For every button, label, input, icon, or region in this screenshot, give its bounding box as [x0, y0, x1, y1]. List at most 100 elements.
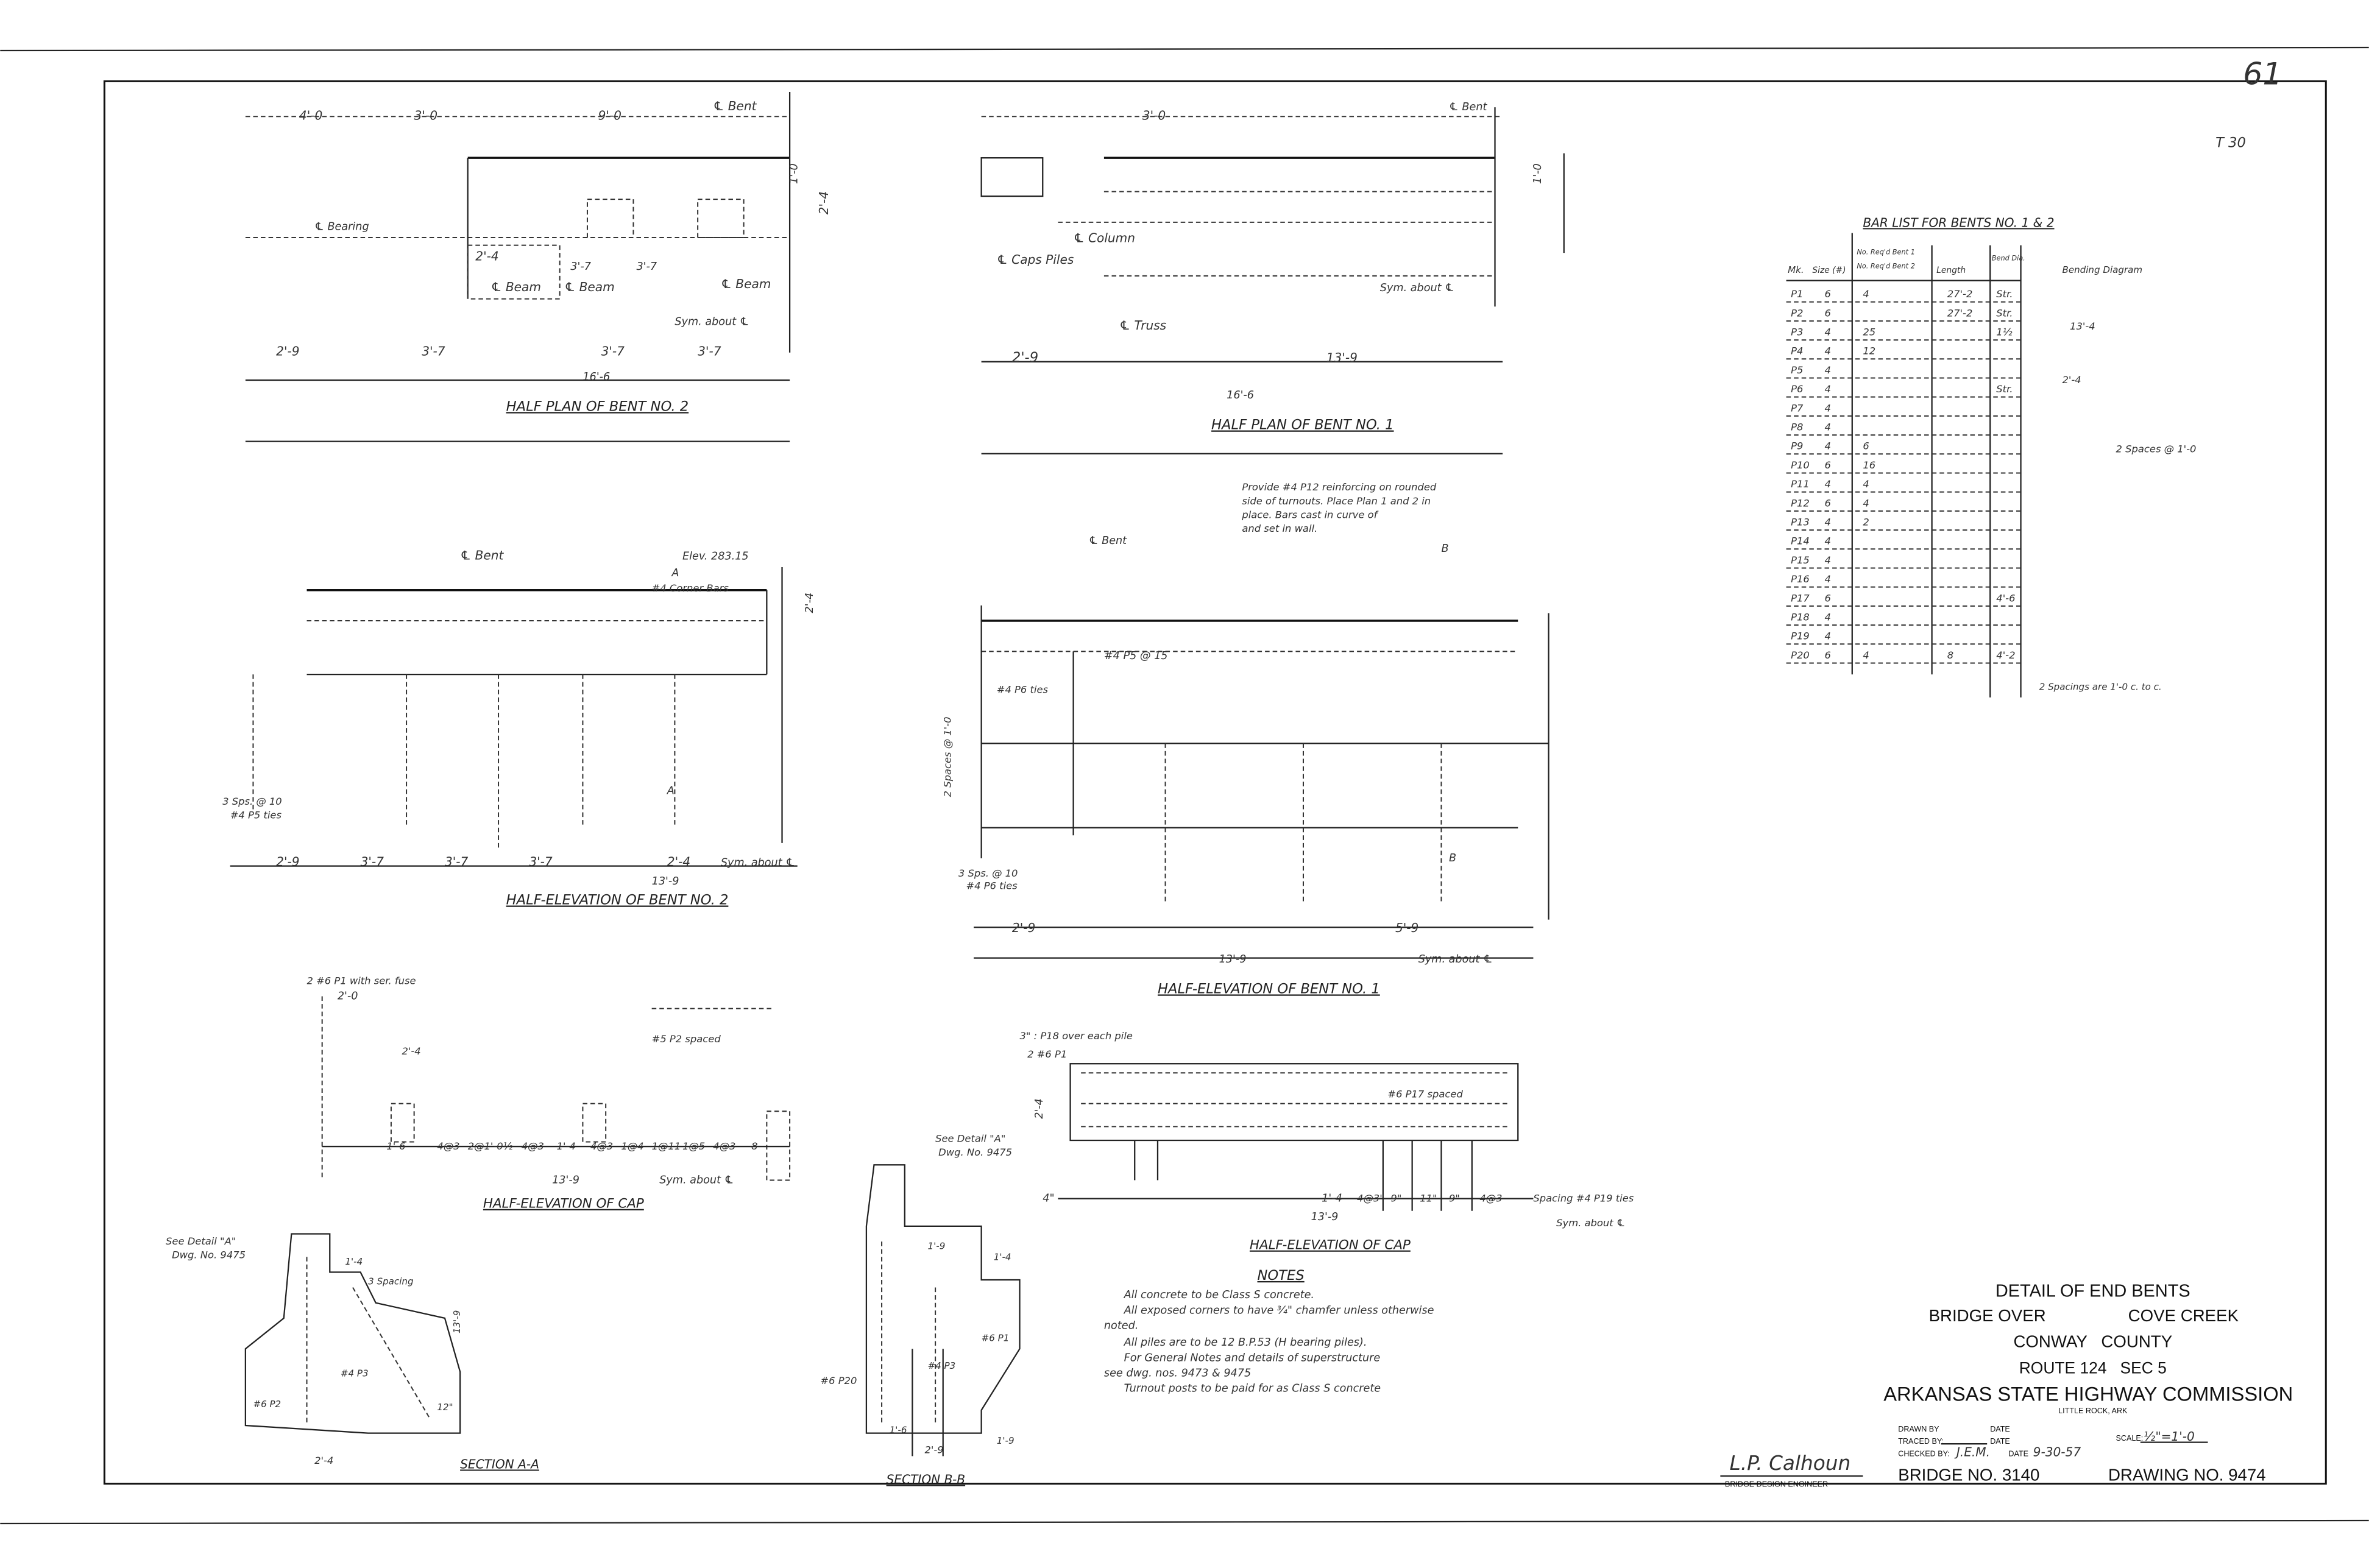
drawing-label: 4": [1043, 1193, 1054, 1205]
drawing-label: 1'-9: [928, 1241, 946, 1252]
drawing-label: 4@3: [713, 1140, 735, 1152]
drawing-label: 13'-4: [2070, 320, 2095, 332]
drawing-label: 4'-0: [299, 108, 322, 122]
drawing-label: Turnout posts to be paid for as Class S …: [1124, 1383, 1381, 1395]
drawing-label: 2'-4: [314, 1455, 333, 1466]
bar-list-cell: 4: [1824, 383, 1830, 395]
bar-list-header: Size (#): [1812, 266, 1846, 275]
bar-list-footnote: 2 Spacings are 1'-0 c. to c.: [2039, 681, 2162, 692]
drawing-label: 16'-6: [583, 371, 610, 383]
drawing-label: 1'-6: [386, 1140, 405, 1152]
drawing-label: DRAWN BY: [1898, 1425, 1939, 1433]
drawing-label: 2@1'-0½: [468, 1140, 513, 1152]
drawing-label: Sym. about ℄: [1556, 1217, 1625, 1229]
drawing-label: #4 P3: [341, 1368, 369, 1379]
view-title: SECTION B-B: [887, 1472, 965, 1487]
bar-list-cell: P19: [1791, 630, 1810, 642]
drawing-label: 13'-9: [1219, 953, 1247, 966]
drawing-label: 1'-0: [1532, 163, 1544, 184]
drawing-label: See Detail "A": [166, 1235, 236, 1247]
drawing-border: [103, 80, 2327, 1485]
title-block: DETAIL OF END BENTS BRIDGE OVER COVE CRE…: [1720, 1282, 2293, 1489]
drawing-label: Sym. about ℄: [1418, 953, 1493, 966]
drawing-label: 1'-4: [994, 1251, 1011, 1262]
drawing-label: #6 P20: [820, 1375, 857, 1386]
bar-list-cell: P16: [1791, 573, 1810, 585]
bar-list-cell: 4: [1824, 630, 1830, 642]
drawing-label: 4@3: [522, 1140, 544, 1152]
bar-list-cell: 4: [1824, 535, 1830, 547]
sheet-bottom-edge: [0, 1519, 2369, 1525]
drawing-label: CHECKED BY:: [1898, 1449, 1950, 1458]
drawing-label: 9-30-57: [2033, 1444, 2081, 1459]
bar-list-cell: 4: [1824, 422, 1830, 433]
drawing-label: COVE CREEK: [2128, 1306, 2239, 1325]
drawing-label: 8: [751, 1140, 757, 1152]
notes: NOTES All concrete to be Class S concret…: [1104, 1268, 1434, 1395]
notes-heading: NOTES: [1258, 1268, 1305, 1284]
drawing-label: #4 P5 @ 15: [1104, 650, 1168, 662]
drawing-label: 13'-9: [1311, 1211, 1339, 1223]
bar-list-cell: P18: [1791, 612, 1810, 623]
bar-list-row: P19 4: [1786, 630, 2021, 645]
drawing-label: Dwg. No. 9475: [938, 1146, 1012, 1158]
drawing-label: 3" : P18 over each pile: [1020, 1030, 1133, 1042]
view-title: HALF-ELEVATION OF BENT NO. 1: [1158, 981, 1380, 997]
sheet-top-edge: [0, 46, 2369, 52]
drawing-label: #6 P2: [253, 1399, 281, 1410]
drawing-label: 4@3: [590, 1140, 613, 1152]
drawing-label: #5 P2 spaced: [652, 1033, 721, 1045]
drawing-label: place. Bars cast in curve of: [1241, 509, 1378, 520]
drawing-label: 1'-4: [1322, 1193, 1342, 1205]
drawing-label: 2'-4: [475, 249, 498, 264]
drawing-label: A: [667, 785, 675, 797]
drawing-label: 2'-9: [1012, 920, 1035, 935]
bar-list-title: BAR LIST FOR BENTS NO. 1 & 2: [1863, 215, 2054, 230]
drawing-label: 2'-4: [804, 593, 816, 613]
drawing-label: LITTLE ROCK, ARK: [2058, 1407, 2128, 1415]
bar-list-cell: 4: [1824, 612, 1830, 623]
drawing-label: #4 P6 ties: [966, 880, 1018, 891]
drawing-label: For General Notes and details of superst…: [1124, 1352, 1381, 1364]
drawing-label: #4 P3: [928, 1360, 956, 1371]
drawing-label: 3'-7: [445, 855, 469, 869]
bar-list-cell: P13: [1791, 517, 1810, 528]
drawing-label: Provide #4 P12 reinforcing on rounded: [1242, 481, 1437, 493]
drawing-label: ℄ Column: [1074, 231, 1135, 245]
drawing-label: 1'-4: [345, 1256, 363, 1267]
bar-list-cell: 4: [1824, 478, 1830, 490]
drawing-label: All exposed corners to have ¾" chamfer u…: [1124, 1304, 1434, 1316]
bar-list-cell: P4: [1791, 345, 1803, 357]
drawing-label: ℄ Truss: [1119, 318, 1167, 333]
drawing-label: side of turnouts. Place Plan 1 and 2 in: [1242, 495, 1431, 507]
drawing-label: Sym. about ℄: [721, 857, 795, 869]
drawing-label: DATE: [1990, 1437, 2010, 1446]
drawing-label: 2 #6 P1 with ser. fuse: [307, 975, 416, 986]
bar-list-cell: 16: [1863, 459, 1875, 471]
drawing-label: BRIDGE DESIGN ENGINEER: [1725, 1480, 1828, 1489]
drawing-label: #6 P1: [982, 1333, 1010, 1344]
drawing-label: 2'-0: [338, 991, 358, 1003]
drawing-label: 1@11: [652, 1140, 681, 1152]
drawing-label: 1'-4: [557, 1140, 576, 1152]
bar-list-header: No. Req'd Bent 2: [1857, 261, 1915, 270]
drawing-label: 4@3": [1357, 1193, 1384, 1204]
drawing-label: #6 P17 spaced: [1387, 1089, 1463, 1100]
view-half-plan-bent-2: 4'-0 3'-0 9'-0 ℄ Bent 2'-4 3'-7 3'-7 ℄ B…: [245, 91, 831, 442]
view-title: HALF-ELEVATION OF BENT NO. 2: [506, 892, 729, 908]
drawing-label: Dwg. No. 9475: [172, 1249, 246, 1261]
bar-list-row: P18 4: [1786, 612, 2021, 626]
drawing-label: 9": [1390, 1193, 1401, 1204]
drawing-label: 16'-6: [1227, 389, 1254, 401]
drawing-label: CONWAY COUNTY: [2013, 1332, 2172, 1351]
bar-list-cell: 12: [1863, 345, 1875, 357]
drawing-label: B: [1449, 852, 1456, 864]
bar-list-cell: 6: [1824, 459, 1830, 471]
drawing-label: ℄ Caps Piles: [997, 252, 1074, 267]
bar-list-cell: 4: [1824, 345, 1830, 357]
drawing-label: 3'-0: [414, 108, 437, 122]
